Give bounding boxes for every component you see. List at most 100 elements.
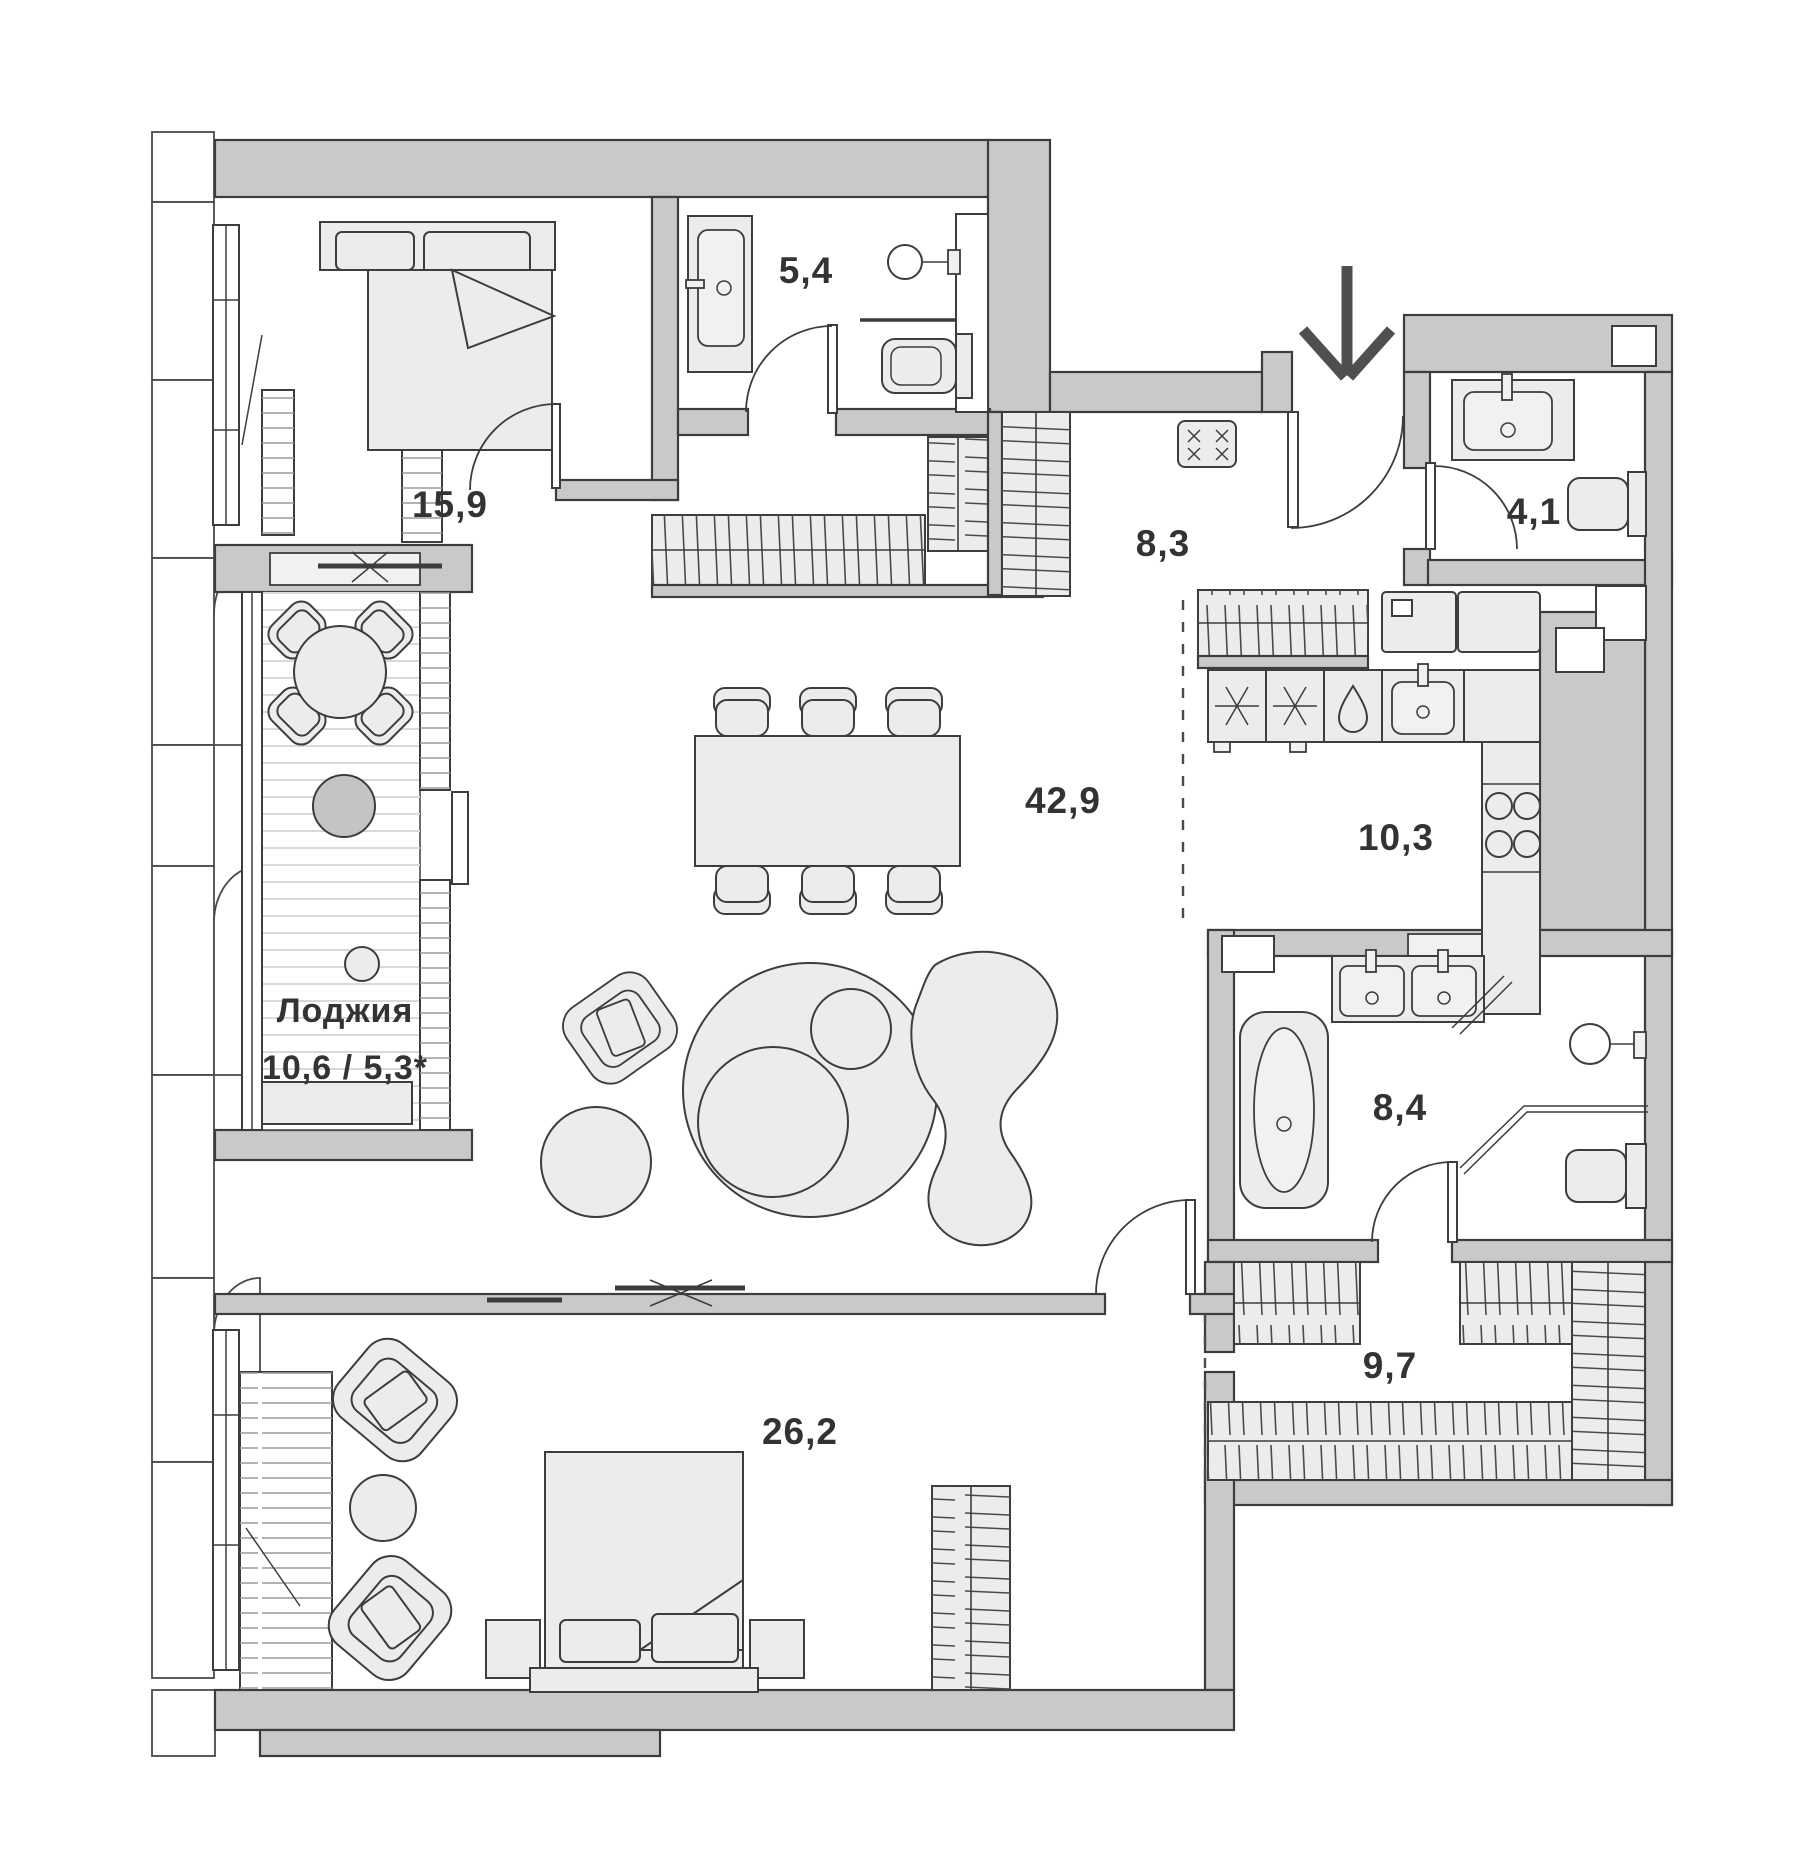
panel-x-marks bbox=[1187, 429, 1229, 461]
dryer bbox=[1457, 591, 1541, 653]
exterior-segment bbox=[151, 1689, 216, 1757]
kitchen-right-counter bbox=[1481, 741, 1541, 1015]
cooktop-burner bbox=[1513, 792, 1541, 820]
door-arc-bath2 bbox=[1433, 465, 1518, 550]
glazing-frame-rungs bbox=[420, 592, 450, 790]
wall-living-bottom bbox=[213, 1292, 1107, 1316]
kitchen-counter bbox=[1463, 669, 1541, 743]
wall-bedroom2-bottom-step bbox=[258, 1728, 662, 1758]
toilet-tank bbox=[1625, 1143, 1647, 1209]
shower-mount bbox=[1633, 1031, 1647, 1059]
dining-chair bbox=[885, 865, 943, 915]
exterior-segment bbox=[151, 131, 215, 203]
door-arc-bath1 bbox=[745, 325, 833, 413]
glazing-frame-rungs bbox=[420, 880, 450, 1130]
toilet-bowl bbox=[1567, 477, 1629, 531]
room-bathroom-guest: 4,1 bbox=[1425, 373, 1647, 550]
shaft-box bbox=[1555, 627, 1605, 673]
wall-bedroom1-door bbox=[554, 478, 680, 502]
wall-bedroom2-bottom bbox=[213, 1688, 1236, 1732]
wall-insets bbox=[269, 325, 1657, 973]
electrical-panel-icon bbox=[1177, 420, 1237, 468]
tv-bedroom-primary bbox=[318, 551, 442, 583]
exterior-segment bbox=[151, 201, 215, 381]
area-label-wardrobe: 9,7 bbox=[1363, 1345, 1417, 1386]
shaft-box bbox=[1221, 935, 1275, 973]
area-label-bathroom-ensuite: 5,4 bbox=[779, 250, 833, 291]
cabinet-divider-wall bbox=[986, 410, 1004, 597]
toilet bbox=[881, 333, 973, 399]
bathtub-basin bbox=[1253, 1027, 1315, 1193]
wall-bath2-left bbox=[1402, 370, 1432, 470]
tv-bracket bbox=[649, 1279, 713, 1307]
pouf bbox=[540, 1106, 652, 1218]
exterior-segment bbox=[151, 379, 215, 559]
toilet-bowl bbox=[1565, 1149, 1627, 1203]
room-living-dining: 42,9 bbox=[487, 410, 1196, 1307]
wall-right-of-bath1 bbox=[986, 138, 1052, 414]
loggia-door-leaf bbox=[451, 791, 469, 885]
dishwasher bbox=[1323, 669, 1383, 743]
room-wardrobe-hall: 9,7 bbox=[1203, 1261, 1646, 1481]
bed-headboard bbox=[529, 1667, 759, 1693]
curved-sofa bbox=[910, 950, 1059, 1247]
area-label-hallway: 8,3 bbox=[1136, 523, 1190, 564]
exterior-segment bbox=[151, 1461, 215, 1679]
loggia-bench bbox=[261, 1081, 413, 1125]
wall-bath3-bottom-left bbox=[1206, 1238, 1380, 1264]
cooktop-burner bbox=[1485, 792, 1513, 820]
dining-chair bbox=[799, 687, 857, 737]
bathtub-drain bbox=[1276, 1116, 1292, 1132]
wall-bath3-left bbox=[1206, 928, 1236, 1264]
shower-glass-lower bbox=[1459, 1105, 1648, 1175]
dining-table bbox=[694, 735, 961, 867]
shower-mixer bbox=[1569, 1023, 1611, 1065]
entry-door-arc bbox=[1290, 415, 1404, 529]
loggia-round-table bbox=[293, 625, 387, 719]
sink-drain bbox=[1500, 422, 1516, 438]
dining-chair bbox=[713, 687, 771, 737]
faucet bbox=[685, 279, 705, 289]
dining-set bbox=[694, 687, 961, 915]
room-bathroom-ensuite: 5,4 bbox=[685, 213, 989, 414]
door-leaf-bath2 bbox=[1425, 462, 1436, 550]
exterior-segment bbox=[151, 865, 215, 1076]
exterior-segment bbox=[151, 1277, 215, 1463]
door-leaf-bedroom1 bbox=[551, 403, 561, 489]
sink-basin bbox=[1411, 965, 1477, 1017]
closet-base bbox=[1196, 654, 1370, 670]
counter-column bbox=[1481, 741, 1541, 1015]
window-opening-mark bbox=[245, 1527, 301, 1607]
door-arc-living bbox=[1095, 1199, 1191, 1295]
nightstand bbox=[485, 1619, 541, 1679]
shelf-rungs bbox=[240, 1372, 332, 1690]
exterior-segment bbox=[151, 744, 215, 867]
door-arc-bedroom1 bbox=[469, 403, 557, 491]
window-sill-loggia bbox=[269, 552, 421, 586]
towel-dryer-mount bbox=[947, 249, 961, 275]
room-loggia: Лоджия 10,6 / 5,3* bbox=[241, 591, 469, 1131]
area-label-bedroom-primary: 15,9 bbox=[412, 484, 488, 525]
coffee-table bbox=[697, 1046, 849, 1198]
cooktop-burner bbox=[1485, 830, 1513, 858]
tv-living bbox=[487, 1279, 745, 1307]
wall-bedroom1-bath1 bbox=[650, 195, 680, 502]
wall-top bbox=[213, 138, 992, 199]
toilet-tank bbox=[1627, 471, 1647, 537]
armchair bbox=[553, 962, 687, 1094]
pillow bbox=[559, 1619, 641, 1663]
bed-second bbox=[485, 1451, 805, 1693]
dining-chair bbox=[799, 865, 857, 915]
door-leaf-living bbox=[1185, 1199, 1196, 1295]
cabinet-foot bbox=[1213, 741, 1231, 753]
wall-bath3-bottom-right bbox=[1450, 1238, 1674, 1264]
pillow bbox=[335, 231, 415, 271]
wall-living-door-stub bbox=[1188, 1292, 1236, 1316]
loggia-name-label: Лоджия bbox=[277, 992, 414, 1030]
cabinet-foot bbox=[1289, 741, 1307, 753]
armchair bbox=[321, 1327, 469, 1473]
kitchen-drain bbox=[1416, 705, 1430, 719]
arrow-wing-left bbox=[1298, 326, 1350, 381]
dining-chair bbox=[713, 865, 771, 915]
